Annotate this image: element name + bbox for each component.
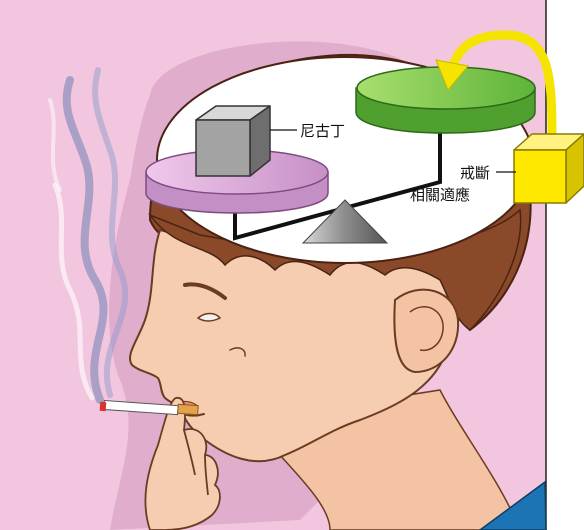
label-withdrawal: 戒斷 bbox=[460, 164, 490, 182]
adaptation-cube bbox=[514, 134, 584, 203]
label-adaptation: 相關適應 bbox=[410, 186, 470, 204]
label-nicotine: 尼古丁 bbox=[300, 122, 345, 140]
nicotine-cube bbox=[196, 106, 270, 176]
